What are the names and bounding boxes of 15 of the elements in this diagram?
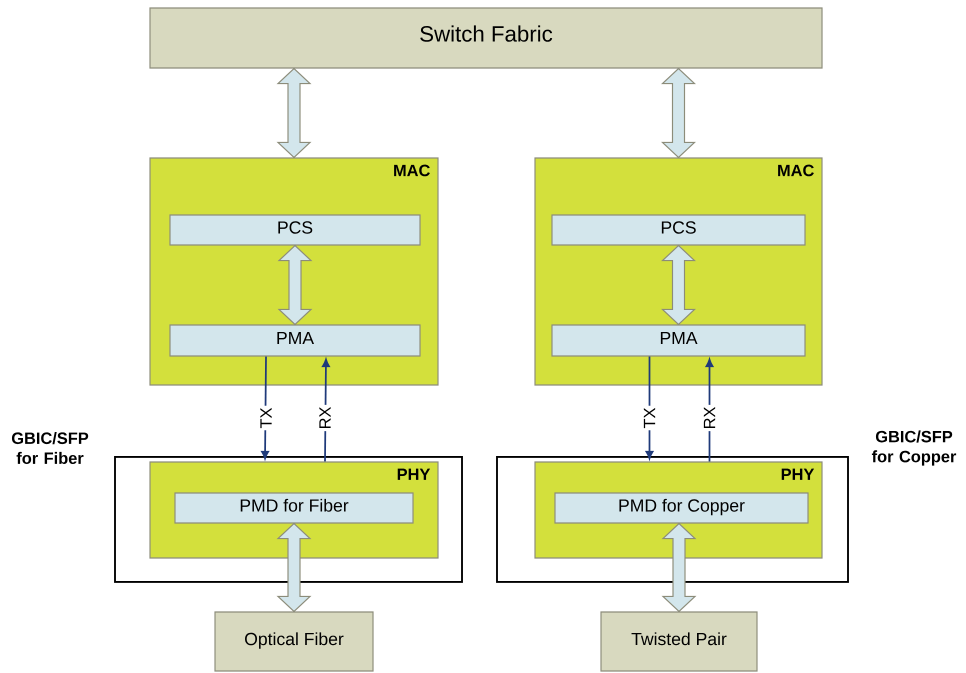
sublayer-bar: PCS	[551, 214, 806, 246]
sublayer-bar: PMD for Copper	[554, 492, 809, 524]
edge-label: RX	[702, 404, 717, 432]
block-box: Optical Fiber	[214, 611, 374, 672]
node-label: GBIC/SFP for Copper	[872, 430, 956, 466]
node-label: GBIC/SFP for Fiber	[12, 432, 88, 464]
block-box: Switch Fabric	[149, 7, 823, 69]
edge-label: RX	[318, 404, 332, 432]
edge-label: TX	[258, 406, 274, 430]
block-box: Twisted Pair	[600, 611, 758, 672]
edge-label: TX	[642, 406, 657, 430]
sublayer-bar: PMD for Fiber	[174, 492, 414, 524]
sublayer-bar: PMA	[551, 324, 806, 357]
sublayer-bar: PMA	[169, 324, 421, 357]
sublayer-bar: PCS	[169, 214, 421, 246]
